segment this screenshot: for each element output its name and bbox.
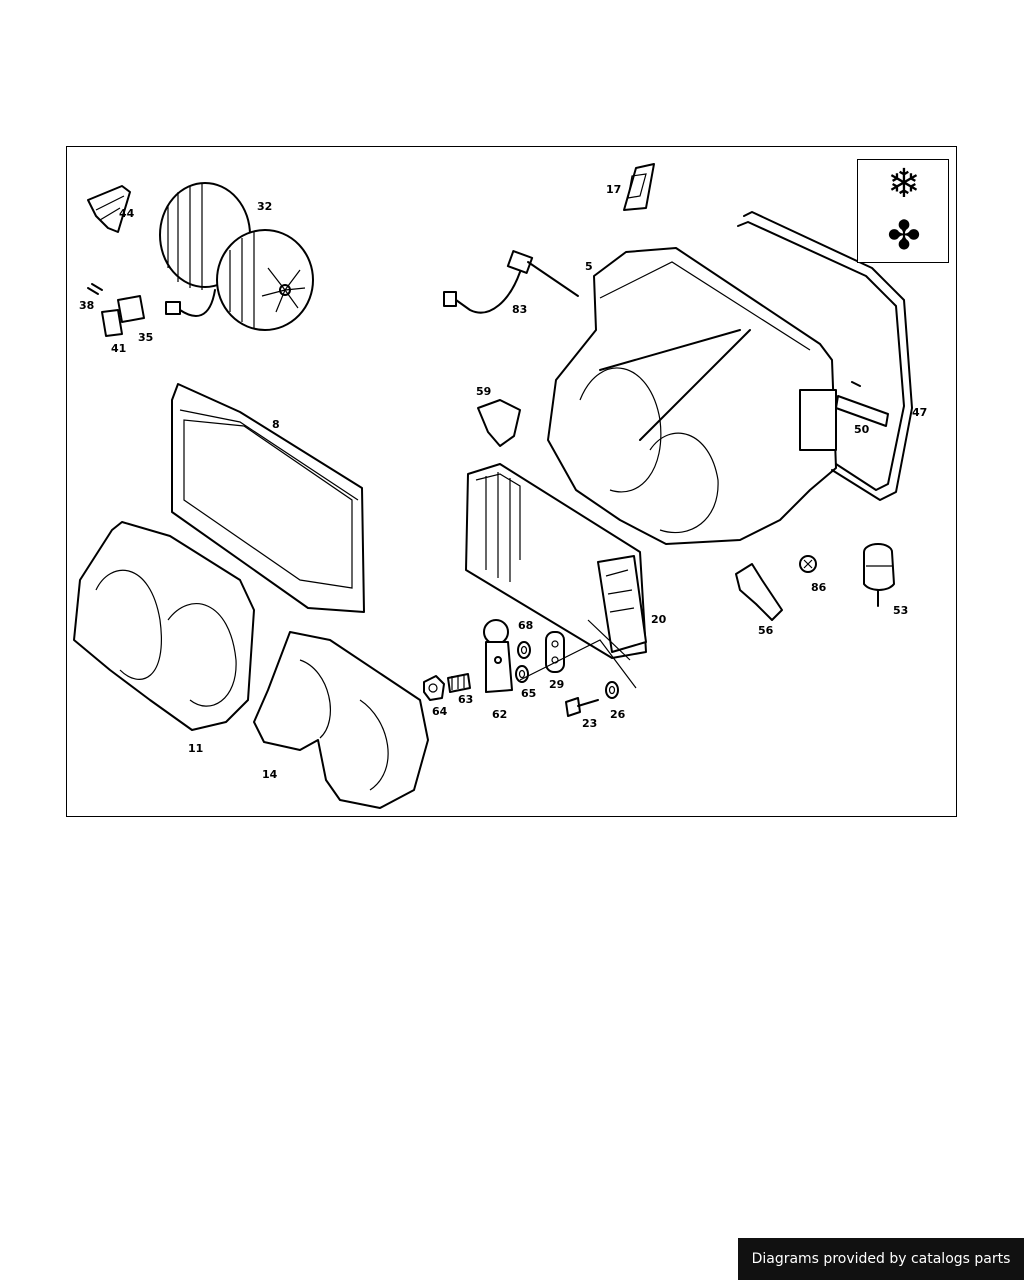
label-50: 50 [854, 423, 870, 436]
label-35: 35 [138, 331, 153, 344]
part-32-blower-motor [159, 182, 314, 331]
part-17-sensor [623, 163, 655, 211]
part-11-lower-housing [73, 521, 255, 731]
label-64: 64 [432, 705, 448, 718]
label-41: 41 [111, 342, 126, 355]
part-26-washer [605, 681, 619, 699]
footer-credit: Diagrams provided by catalogs parts [738, 1238, 1024, 1280]
part-44-clips [87, 185, 131, 233]
part-29-gasket [545, 631, 565, 673]
snowflake-icon: ❄ [887, 161, 921, 207]
label-68: 68 [518, 619, 533, 632]
part-62-expansion-valve [483, 619, 513, 693]
legend-box: ❄ ✤ [857, 159, 949, 263]
label-62: 62 [492, 708, 507, 721]
part-65-washer [515, 665, 529, 683]
label-20: 20 [651, 613, 667, 626]
label-63: 63 [458, 693, 473, 706]
label-47: 47 [912, 406, 927, 419]
part-5-heater-box [547, 247, 837, 545]
part-47-gasket [737, 211, 913, 501]
label-14: 14 [262, 768, 278, 781]
part-63-bolt [447, 673, 471, 693]
label-32: 32 [257, 200, 272, 213]
label-23: 23 [582, 717, 597, 730]
part-14-duct [253, 631, 429, 809]
label-29: 29 [549, 678, 564, 691]
part-50-rod [835, 381, 889, 427]
label-38: 38 [79, 299, 94, 312]
label-5: 5 [585, 260, 593, 273]
part-64-nut [423, 675, 445, 701]
label-86: 86 [811, 581, 827, 594]
label-8: 8 [272, 418, 280, 431]
label-56: 56 [758, 624, 774, 637]
part-53-actuator [863, 543, 895, 607]
part-83-wire-sensor [443, 250, 579, 314]
part-68-washer [517, 641, 531, 659]
part-86-screw [799, 555, 817, 573]
label-83: 83 [512, 303, 527, 316]
label-17: 17 [606, 183, 621, 196]
part-56-valve [735, 563, 783, 621]
part-59-elbow [477, 399, 521, 447]
fan-icon: ✤ [887, 213, 921, 259]
part-35-bracket [117, 295, 145, 323]
part-38-screw [87, 283, 103, 295]
part-20-evaporator [465, 463, 647, 661]
label-26: 26 [610, 708, 626, 721]
part-8-housing [171, 383, 365, 613]
label-59: 59 [476, 385, 491, 398]
part-23-screw [565, 697, 599, 717]
label-53: 53 [893, 604, 908, 617]
label-65: 65 [521, 687, 536, 700]
label-44: 44 [119, 207, 135, 220]
part-41-cover [101, 309, 123, 337]
label-11: 11 [188, 742, 203, 755]
